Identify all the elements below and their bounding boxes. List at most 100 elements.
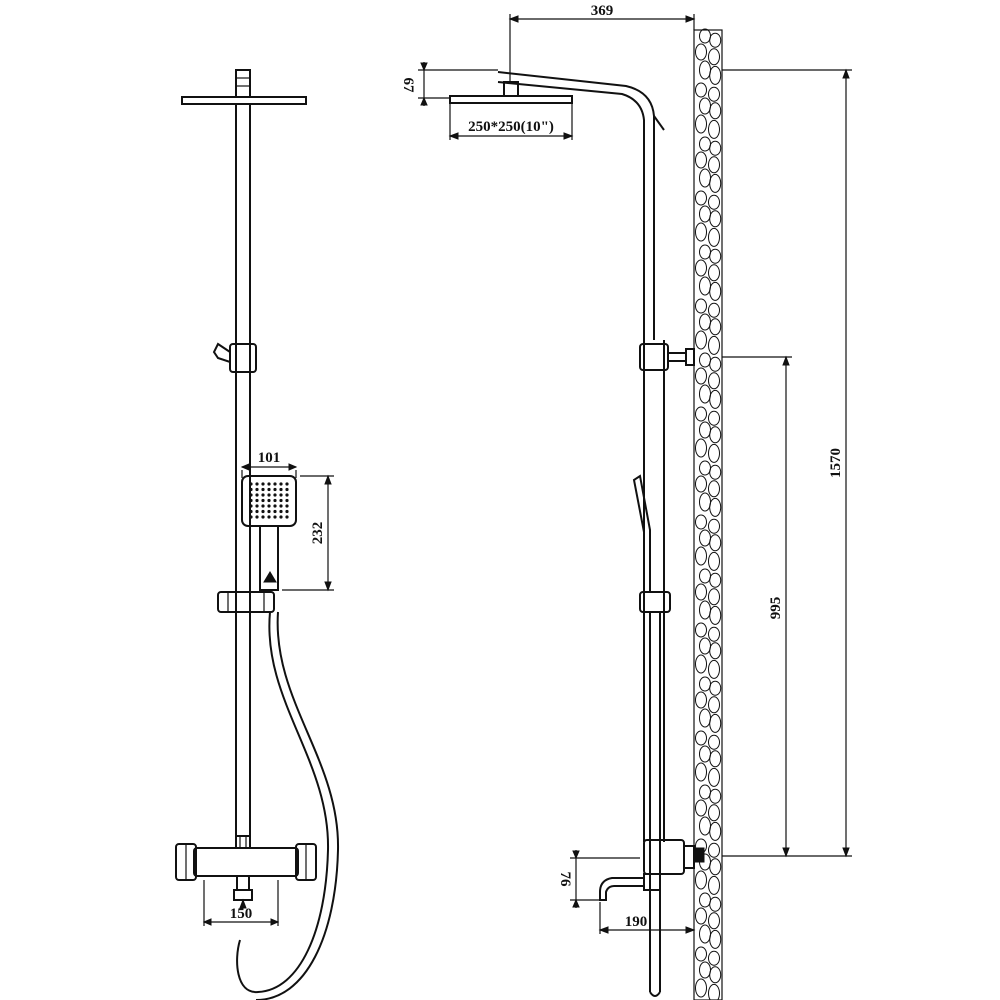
wall-pebble bbox=[695, 762, 707, 782]
wall-pebble bbox=[695, 691, 707, 709]
nozzle-dot bbox=[267, 504, 271, 508]
nozzle-dot bbox=[285, 504, 289, 508]
nozzle-dot bbox=[249, 493, 253, 497]
wall-pebble bbox=[708, 875, 720, 895]
wall-pebble bbox=[708, 480, 720, 498]
wall-pebble bbox=[708, 767, 720, 787]
front-mixer-top-outlet bbox=[235, 835, 251, 849]
wall-pebble bbox=[695, 114, 707, 134]
nozzle-dot bbox=[267, 509, 271, 514]
dim-head-size-text: 250*250(10") bbox=[468, 119, 554, 135]
nozzle-dot bbox=[273, 482, 277, 486]
wall-pebble bbox=[708, 983, 720, 1000]
front-hand-shower-nozzles bbox=[249, 482, 289, 519]
wall-pebble bbox=[708, 302, 720, 318]
wall-pebble bbox=[709, 318, 722, 336]
front-hand-shower-head bbox=[241, 475, 297, 527]
wall-pebble bbox=[695, 514, 707, 530]
nozzle-dot bbox=[279, 493, 283, 497]
side-slider-holder bbox=[639, 591, 671, 613]
dim-spout-reach-text: 190 bbox=[625, 914, 648, 930]
nozzle-dot bbox=[249, 509, 253, 514]
dim-spout-drop-text: 76 bbox=[557, 872, 573, 888]
nozzle-dot bbox=[285, 515, 289, 519]
dim-hand-shower-width-text: 101 bbox=[258, 450, 281, 466]
nozzle-dot bbox=[267, 515, 271, 519]
wall-pebble bbox=[695, 259, 707, 277]
wall-pebble bbox=[709, 605, 722, 625]
wall-pebble bbox=[708, 696, 720, 714]
nozzle-dot bbox=[261, 504, 265, 508]
dim-hand-shower-height-text: 232 bbox=[310, 522, 326, 545]
wall-pebble bbox=[709, 680, 722, 696]
wall-pebble bbox=[695, 43, 707, 61]
side-spout bbox=[599, 877, 645, 901]
wall-pebble bbox=[708, 227, 720, 247]
wall-pebble bbox=[695, 438, 707, 458]
wall-pebble bbox=[709, 389, 722, 409]
nozzle-dot bbox=[285, 482, 289, 486]
nozzle-dot bbox=[279, 482, 283, 486]
wall-pebble bbox=[709, 102, 722, 120]
front-wall-bracket bbox=[229, 343, 257, 373]
front-view: 101 232 150 bbox=[175, 69, 340, 1000]
dim-total-height-text: 1570 bbox=[828, 448, 844, 478]
wall-pebble bbox=[708, 950, 720, 966]
nozzle-dot bbox=[261, 509, 265, 514]
side-shower-arm bbox=[497, 71, 655, 340]
nozzle-dot bbox=[255, 487, 259, 492]
wall-pebble bbox=[709, 426, 722, 444]
front-hand-shower-handle bbox=[259, 526, 279, 591]
wall-pebble bbox=[708, 194, 720, 210]
wall-pebble bbox=[708, 912, 720, 930]
nozzle-dot bbox=[279, 498, 283, 503]
wall-pebbles bbox=[695, 28, 722, 1000]
wall-pebble bbox=[708, 804, 720, 822]
dim-bracket-height-text: 995 bbox=[768, 597, 784, 620]
wall-pebble bbox=[695, 622, 707, 638]
wall-pebble bbox=[695, 583, 707, 601]
nozzle-dot bbox=[255, 482, 259, 486]
wall-pebble bbox=[708, 156, 720, 174]
wall-pebble bbox=[708, 372, 720, 390]
wall-pebble bbox=[708, 626, 720, 642]
dim-head-size: 250*250(10") bbox=[448, 103, 574, 140]
nozzle-dot bbox=[279, 515, 283, 519]
nozzle-dot bbox=[267, 482, 271, 486]
front-hose-inner bbox=[255, 611, 340, 1000]
nozzle-dot bbox=[267, 498, 271, 503]
wall-pebble bbox=[709, 966, 722, 984]
wall-pebble bbox=[695, 978, 707, 998]
wall-pebble bbox=[708, 842, 720, 858]
wall-pebble bbox=[708, 551, 720, 571]
wall-pebble bbox=[709, 821, 722, 841]
dim-bracket-height: 995 bbox=[722, 355, 792, 858]
nozzle-dot bbox=[279, 487, 283, 492]
nozzle-dot bbox=[255, 504, 259, 508]
dim-arm-reach-text: 369 bbox=[591, 3, 614, 19]
wall-pebble bbox=[708, 48, 720, 66]
nozzle-dot bbox=[255, 493, 259, 497]
nozzle-dot bbox=[249, 515, 253, 519]
nozzle-dot bbox=[273, 498, 277, 503]
wall-pebble bbox=[695, 730, 707, 746]
wall-pebble bbox=[695, 298, 707, 314]
dim-head-offset-text: 67 bbox=[400, 78, 416, 94]
nozzle-dot bbox=[285, 487, 289, 492]
dim-hand-shower-width: 101 bbox=[240, 450, 298, 478]
nozzle-dot bbox=[285, 493, 289, 497]
wall-pebble bbox=[709, 534, 722, 552]
wall-pebble bbox=[708, 443, 720, 463]
front-bracket-knob bbox=[212, 342, 231, 364]
dim-arm-reach: 369 bbox=[508, 3, 696, 82]
wall-pebble bbox=[709, 642, 722, 660]
wall-pebble bbox=[695, 222, 707, 242]
wall-pebble bbox=[708, 119, 720, 139]
nozzle-dot bbox=[249, 498, 253, 503]
wall-pebble bbox=[695, 406, 707, 422]
wall-pebble bbox=[695, 367, 707, 385]
wall-pebble bbox=[695, 82, 707, 98]
wall-pebble bbox=[695, 946, 707, 962]
wall-pebble bbox=[708, 264, 720, 282]
